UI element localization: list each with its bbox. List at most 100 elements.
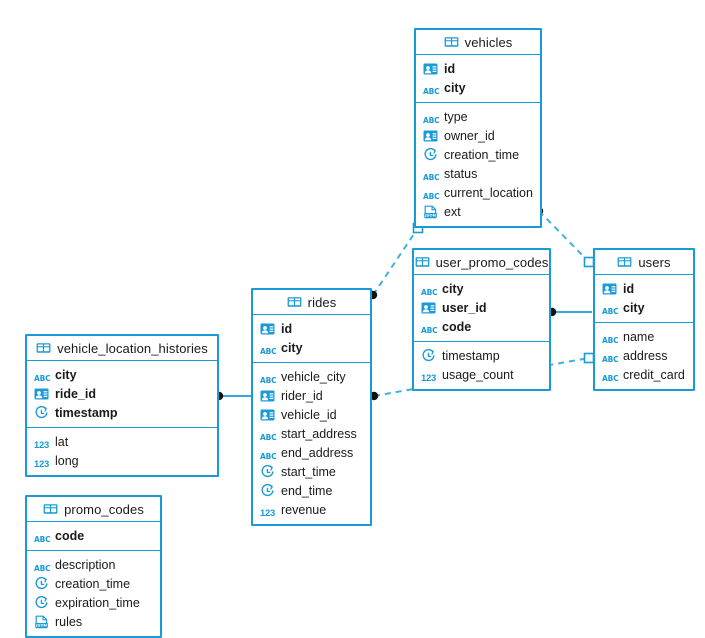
field-row[interactable]: creation_time (416, 145, 540, 164)
abc-icon: ABC (602, 335, 619, 345)
field-row[interactable]: start_time (253, 462, 370, 481)
field-row[interactable]: owner_id (416, 126, 540, 145)
abc-icon: ABC (602, 306, 619, 316)
field-row[interactable]: id (595, 279, 693, 298)
field-label: city (623, 300, 645, 315)
field-row[interactable]: user_id (414, 298, 549, 317)
abc-icon: ABC (423, 191, 440, 201)
num-icon: 123 (34, 439, 49, 451)
field-label: id (444, 61, 456, 76)
field-row[interactable]: ABC current_location (416, 183, 540, 202)
field-row[interactable]: 123 usage_count (414, 365, 549, 384)
field-label: address (623, 348, 668, 363)
table-header-vehicles[interactable]: vehicles (416, 30, 540, 55)
field-label: expiration_time (55, 595, 140, 610)
clock-icon (34, 405, 49, 420)
abc-icon: ABC (34, 373, 51, 383)
table-header-promo_codes[interactable]: promo_codes (27, 497, 160, 522)
uuid-icon (34, 387, 49, 401)
clock-icon (421, 348, 436, 363)
field-row[interactable]: vehicle_id (253, 405, 370, 424)
clock-icon (423, 147, 438, 162)
relationship-vehicle_location_histories-to-rides[interactable] (214, 391, 251, 401)
table-title: vehicles (464, 34, 513, 50)
num-icon: 123 (421, 372, 436, 384)
field-label: rider_id (281, 388, 323, 403)
field-row[interactable]: timestamp (414, 346, 549, 365)
table-header-rides[interactable]: rides (253, 290, 370, 315)
relationship-user_promo_codes-to-users[interactable] (547, 307, 592, 317)
field-row[interactable]: timestamp (27, 403, 217, 422)
abc-icon: ABC (34, 534, 51, 544)
field-label: ext (444, 204, 461, 219)
field-label: user_id (442, 300, 487, 315)
field-label: revenue (281, 502, 327, 517)
field-row[interactable]: ABC city (595, 298, 693, 317)
abc-icon: ABC (423, 86, 440, 96)
table-header-user_promo_codes[interactable]: user_promo_codes (414, 250, 549, 275)
field-label: timestamp (442, 348, 500, 363)
field-row[interactable]: ride_id (27, 384, 217, 403)
field-row[interactable]: creation_time (27, 574, 160, 593)
clock-icon (260, 464, 275, 479)
field-label: end_address (281, 445, 354, 460)
table-icon (415, 255, 430, 269)
table-header-vehicle_location_histories[interactable]: vehicle_location_histories (27, 336, 217, 361)
uuid-icon (260, 322, 275, 336)
field-row[interactable]: id (416, 59, 540, 78)
field-label: current_location (444, 185, 533, 200)
table-title: rides (307, 294, 337, 310)
table-header-users[interactable]: users (595, 250, 693, 275)
clock-icon (260, 483, 275, 498)
field-row[interactable]: end_time (253, 481, 370, 500)
field-label: credit_card (623, 367, 685, 382)
clock-icon (34, 595, 49, 610)
uuid-icon (602, 282, 617, 296)
field-row[interactable]: id (253, 319, 370, 338)
num-icon: 123 (260, 507, 275, 519)
table-icon (43, 502, 58, 516)
field-row[interactable]: expiration_time (27, 593, 160, 612)
field-row[interactable]: 123 revenue (253, 500, 370, 519)
uuid-icon (260, 408, 275, 422)
field-label: long (55, 453, 79, 468)
field-row[interactable]: rider_id (253, 386, 370, 405)
field-label: lat (55, 434, 69, 449)
field-label: end_time (281, 483, 333, 498)
field-row[interactable]: 123 lat (27, 432, 217, 451)
uuid-icon (423, 129, 438, 143)
field-label: usage_count (442, 367, 514, 382)
field-label: owner_id (444, 128, 495, 143)
table-title: users (638, 254, 671, 270)
uuid-icon (421, 301, 436, 315)
